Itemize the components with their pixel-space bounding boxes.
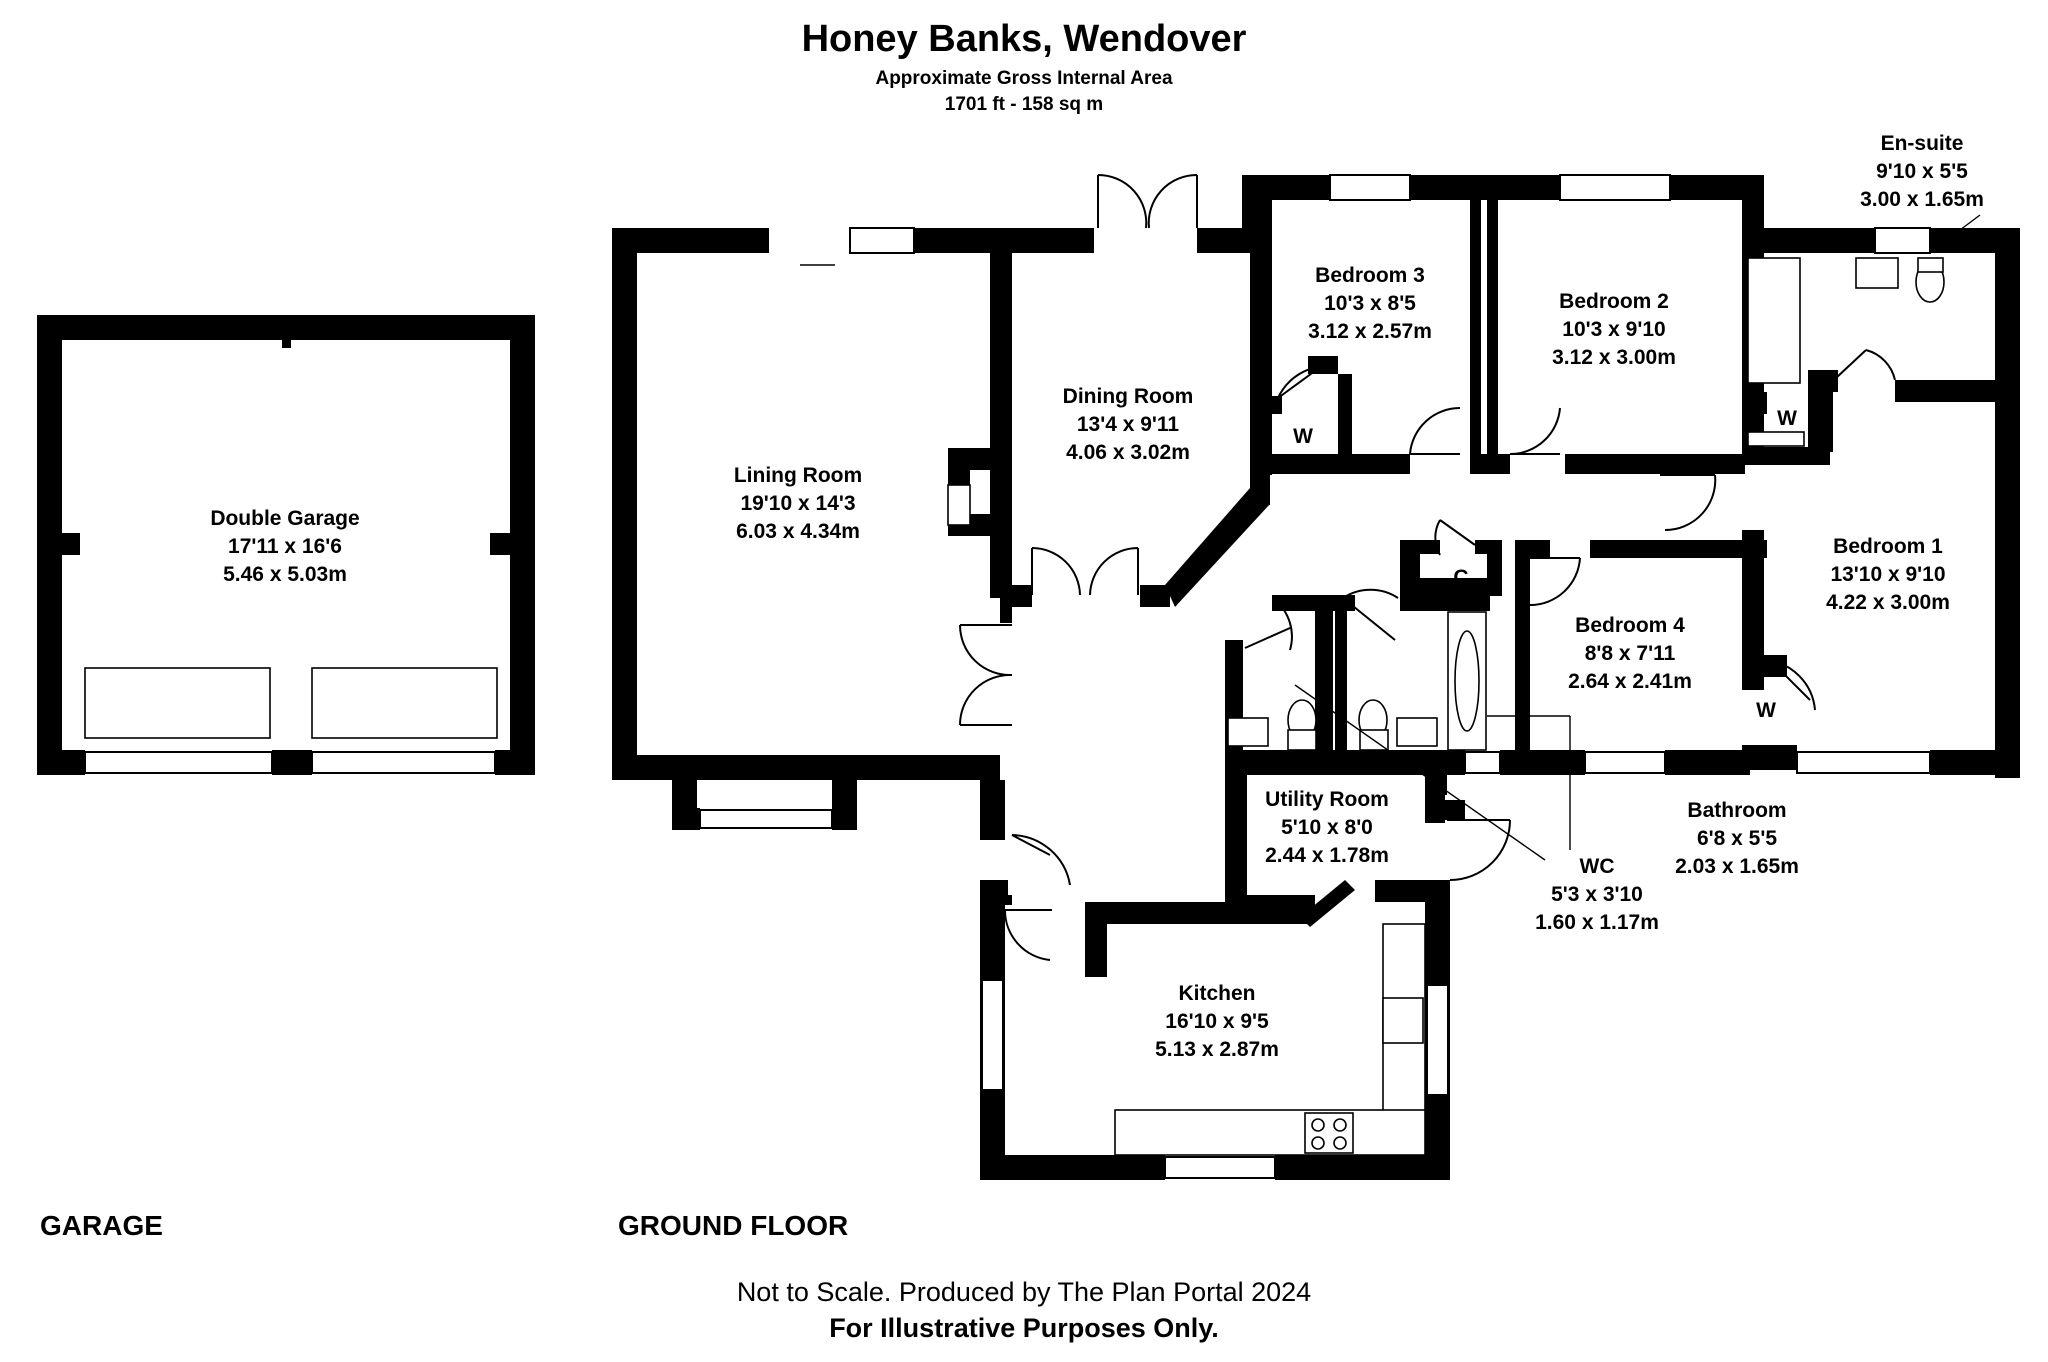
room-name: Bathroom (1687, 799, 1787, 822)
wardrobe-marker: W (1777, 407, 1797, 430)
room-lining-room: Lining Room 19'10 x 14'3 6.03 x 4.34m (734, 462, 862, 546)
room-metric: 3.00 x 1.65m (1860, 188, 1984, 211)
room-imperial: 8'8 x 7'11 (1584, 642, 1676, 665)
room-double-garage: Double Garage 17'11 x 16'6 5.46 x 5.03m (210, 505, 359, 589)
room-metric: 6.03 x 4.34m (736, 520, 860, 543)
room-bedroom-3: Bedroom 3 10'3 x 8'5 3.12 x 2.57m (1308, 262, 1432, 346)
leader-lines (800, 214, 1981, 861)
room-name: Bedroom 3 (1315, 264, 1425, 287)
room-bathroom: Bathroom 6'8 x 5'5 2.03 x 1.65m (1675, 797, 1799, 881)
room-imperial: 10'3 x 9'10 (1562, 318, 1666, 341)
door-swings (959, 173, 1896, 961)
page-subtitle: Approximate Gross Internal Area (875, 68, 1173, 89)
room-name: WC (1579, 855, 1615, 878)
room-imperial: 13'4 x 9'11 (1076, 413, 1180, 436)
room-imperial: 5'3 x 3'10 (1551, 883, 1643, 906)
room-bedroom-4: Bedroom 4 8'8 x 7'11 2.64 x 2.41m (1568, 612, 1692, 696)
room-name: Lining Room (733, 464, 863, 487)
room-wc: WC 5'3 x 3'10 1.60 x 1.17m (1535, 853, 1659, 937)
room-imperial: 9'10 x 5'5 (1876, 160, 1968, 183)
floor-label-garage: GARAGE (40, 1210, 163, 1241)
page-title: Honey Banks, Wendover (801, 18, 1247, 60)
room-name: Bedroom 1 (1833, 535, 1943, 558)
room-metric: 4.06 x 3.02m (1066, 441, 1190, 464)
room-imperial: 19'10 x 14'3 (740, 492, 856, 515)
room-en-suite: En-suite 9'10 x 5'5 3.00 x 1.65m (1860, 130, 1984, 214)
gross-area: 1701 ft - 158 sq m (944, 94, 1104, 115)
room-bedroom-1: Bedroom 1 13'10 x 9'10 4.22 x 3.00m (1826, 533, 1950, 617)
room-metric: 5.13 x 2.87m (1155, 1038, 1279, 1061)
room-kitchen: Kitchen 16'10 x 9'5 5.13 x 2.87m (1155, 980, 1279, 1064)
walls (37, 175, 2020, 1180)
room-metric: 5.46 x 5.03m (223, 563, 347, 586)
room-metric: 2.44 x 1.78m (1265, 844, 1389, 867)
room-imperial: 16'10 x 9'5 (1165, 1010, 1269, 1033)
room-metric: 2.64 x 2.41m (1568, 670, 1692, 693)
footer-credit: Not to Scale. Produced by The Plan Porta… (736, 1277, 1312, 1307)
room-imperial: 10'3 x 8'5 (1324, 292, 1416, 315)
room-imperial: 5'10 x 8'0 (1281, 816, 1373, 839)
footer-disclaimer: For Illustrative Purposes Only. (829, 1313, 1219, 1343)
room-bedroom-2: Bedroom 2 10'3 x 9'10 3.12 x 3.00m (1552, 288, 1676, 372)
room-name: Bedroom 2 (1559, 290, 1669, 313)
room-name: Dining Room (1062, 385, 1194, 408)
wardrobe-marker: W (1756, 699, 1776, 722)
cupboard-marker: C (1453, 566, 1469, 589)
windows (84, 174, 1931, 1179)
room-name: Double Garage (210, 507, 360, 530)
room-metric: 3.12 x 2.57m (1308, 320, 1432, 343)
room-dining-room: Dining Room 13'4 x 9'11 4.06 x 3.02m (1063, 383, 1194, 467)
room-metric: 4.22 x 3.00m (1826, 591, 1950, 614)
wardrobe-marker: W (1293, 425, 1313, 448)
floor-label-ground: GROUND FLOOR (618, 1210, 849, 1241)
room-imperial: 17'11 x 16'6 (228, 535, 342, 558)
room-name: Utility Room (1265, 788, 1389, 811)
room-imperial: 13'10 x 9'10 (1830, 563, 1946, 586)
room-name: Bedroom 4 (1575, 614, 1685, 637)
room-metric: 2.03 x 1.65m (1675, 855, 1799, 878)
room-metric: 1.60 x 1.17m (1535, 911, 1659, 934)
room-name: En-suite (1880, 132, 1964, 155)
room-imperial: 6'8 x 5'5 (1696, 827, 1778, 850)
room-utility-room: Utility Room 5'10 x 8'0 2.44 x 1.78m (1265, 786, 1389, 870)
room-metric: 3.12 x 3.00m (1552, 346, 1676, 369)
room-name: Kitchen (1178, 982, 1256, 1005)
fixtures (84, 257, 1945, 1157)
